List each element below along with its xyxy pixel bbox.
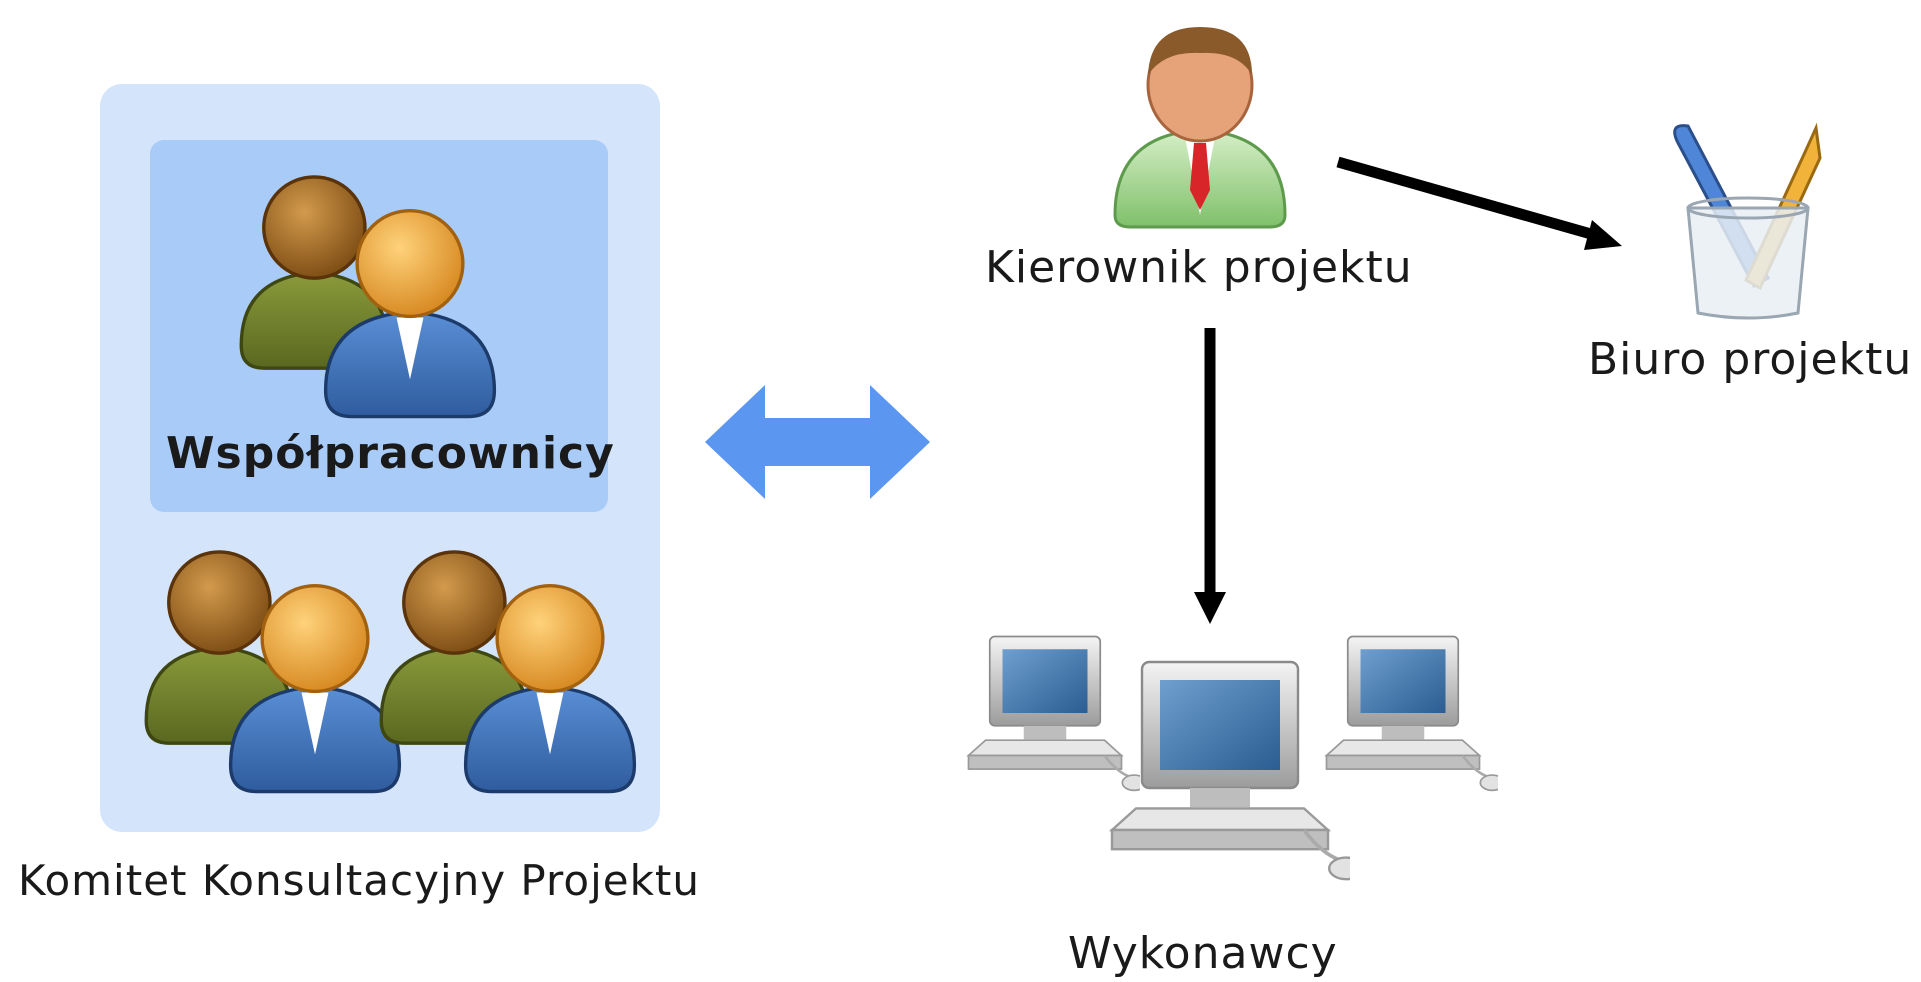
double-arrow-icon	[705, 385, 930, 499]
committee-label: Komitet Konsultacyjny Projektu	[18, 856, 700, 905]
contractors-label: Wykonawcy	[1068, 928, 1338, 979]
committee-group-icon-2	[379, 550, 637, 794]
arrow-to-office	[1336, 156, 1622, 250]
manager-label: Kierownik projektu	[985, 242, 1413, 293]
office-label: Biuro projektu	[1588, 334, 1913, 385]
committee-group-icon-1	[144, 550, 402, 794]
pencil-cup-icon	[1673, 122, 1822, 320]
collaborators-group-icon	[239, 175, 497, 419]
computer-icon-center	[1110, 660, 1350, 882]
collaborators-label: Współpracownicy	[166, 428, 615, 479]
arrow-to-contractors	[1194, 328, 1226, 624]
manager-icon	[1113, 27, 1287, 229]
